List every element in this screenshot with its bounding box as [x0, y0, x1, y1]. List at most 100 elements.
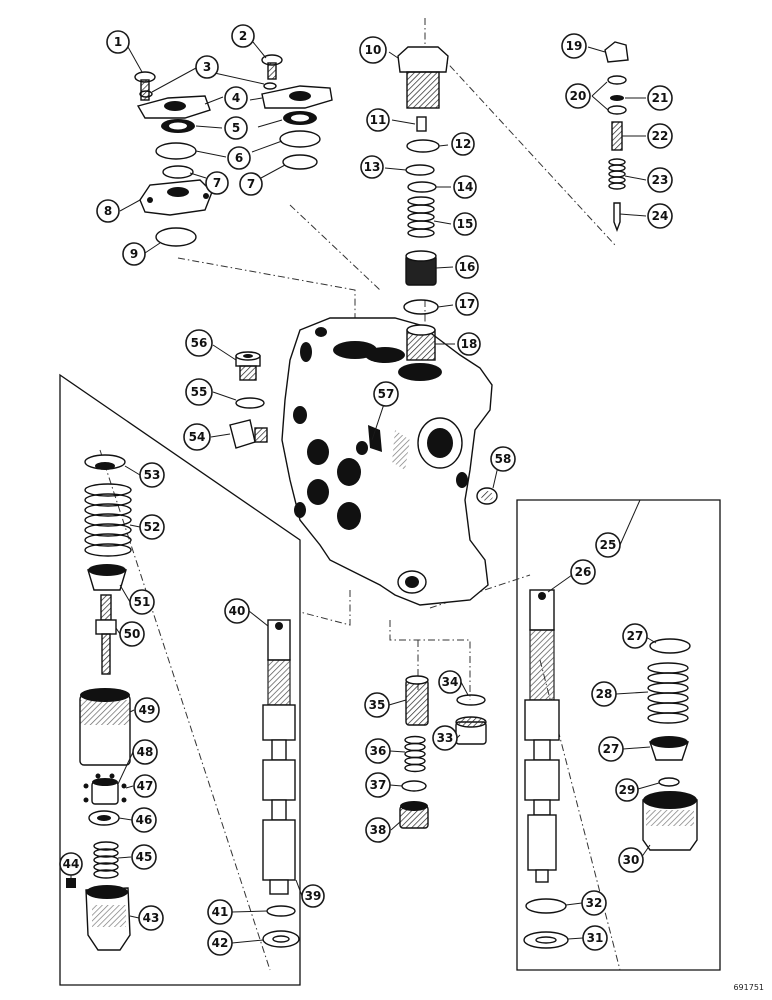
callout-19: 19 — [561, 33, 587, 59]
svg-text:51: 51 — [134, 595, 151, 609]
callout-28: 28 — [591, 681, 617, 707]
callout-53: 53 — [139, 462, 165, 488]
callout-50: 50 — [119, 621, 145, 647]
svg-text:28: 28 — [596, 687, 613, 701]
svg-text:37: 37 — [370, 778, 387, 792]
callout-3: 3 — [195, 55, 219, 79]
callout-54: 54 — [183, 423, 211, 451]
svg-text:46: 46 — [136, 813, 153, 827]
left-assembly-panel — [59, 373, 301, 986]
svg-text:49: 49 — [139, 703, 156, 717]
cover-plate-parts — [134, 54, 333, 247]
callout-41: 41 — [207, 899, 233, 925]
svg-text:19: 19 — [566, 39, 583, 53]
svg-text:29: 29 — [619, 783, 636, 797]
callout-5: 5 — [224, 116, 248, 140]
left-panel-parts — [66, 454, 300, 951]
callout-11: 11 — [366, 108, 390, 132]
callout-7a: 7 — [205, 171, 229, 195]
svg-text:11: 11 — [370, 113, 387, 127]
callout-22: 22 — [647, 123, 673, 149]
right-assembly-panel — [516, 499, 721, 971]
svg-text:5: 5 — [232, 121, 240, 135]
relief-valve-parts — [397, 46, 449, 361]
callout-30: 30 — [618, 847, 644, 873]
svg-text:40: 40 — [229, 604, 246, 618]
callout-56: 56 — [185, 329, 213, 357]
callout-51: 51 — [129, 589, 155, 615]
svg-text:41: 41 — [212, 905, 229, 919]
callout-18: 18 — [457, 332, 481, 356]
svg-text:4: 4 — [232, 91, 240, 105]
callout-12: 12 — [451, 132, 475, 156]
callout-9: 9 — [122, 242, 146, 266]
callout-33: 33 — [432, 725, 458, 751]
svg-text:23: 23 — [652, 173, 669, 187]
svg-text:7: 7 — [247, 177, 255, 191]
fitting-parts — [229, 351, 498, 505]
svg-text:38: 38 — [370, 823, 387, 837]
figure-id: 691751 — [733, 983, 764, 992]
callout-24: 24 — [647, 203, 673, 229]
leader-lines — [70, 41, 660, 944]
svg-text:2: 2 — [239, 29, 247, 43]
svg-text:43: 43 — [143, 911, 160, 925]
svg-text:13: 13 — [364, 160, 381, 174]
svg-text:16: 16 — [459, 260, 476, 274]
callout-17: 17 — [455, 292, 479, 316]
callout-36: 36 — [365, 738, 391, 764]
svg-text:24: 24 — [652, 209, 669, 223]
svg-text:33: 33 — [437, 731, 454, 745]
callout-4: 4 — [224, 86, 248, 110]
svg-text:48: 48 — [137, 745, 154, 759]
callout-20: 20 — [565, 83, 591, 109]
svg-text:45: 45 — [136, 850, 153, 864]
callout-57: 57 — [373, 381, 399, 407]
svg-text:50: 50 — [124, 627, 141, 641]
callout-37: 37 — [365, 772, 391, 798]
svg-text:6: 6 — [235, 151, 243, 165]
svg-text:15: 15 — [457, 217, 474, 231]
callout-43: 43 — [138, 905, 164, 931]
svg-text:18: 18 — [461, 337, 478, 351]
callout-1: 1 — [106, 30, 130, 54]
svg-text:26: 26 — [575, 565, 592, 579]
callout-45: 45 — [131, 844, 157, 870]
callout-40: 40 — [224, 598, 250, 624]
valve-body — [281, 317, 493, 606]
svg-text:27: 27 — [603, 742, 620, 756]
svg-text:47: 47 — [137, 779, 154, 793]
svg-text:1: 1 — [114, 35, 122, 49]
svg-text:14: 14 — [457, 180, 474, 194]
svg-text:56: 56 — [191, 336, 208, 350]
svg-text:21: 21 — [652, 91, 669, 105]
callout-47: 47 — [133, 774, 157, 798]
svg-text:53: 53 — [144, 468, 161, 482]
callout-27b: 27 — [598, 736, 624, 762]
callout-15: 15 — [453, 212, 477, 236]
callout-26: 26 — [570, 559, 596, 585]
svg-text:57: 57 — [378, 387, 395, 401]
svg-text:25: 25 — [600, 538, 617, 552]
svg-text:55: 55 — [191, 385, 208, 399]
callout-34: 34 — [438, 670, 462, 694]
svg-text:52: 52 — [144, 520, 161, 534]
right-panel-parts — [523, 589, 698, 949]
callout-44: 44 — [59, 852, 83, 876]
callout-49: 49 — [134, 697, 160, 723]
callout-48: 48 — [132, 739, 158, 765]
svg-text:17: 17 — [459, 297, 476, 311]
svg-text:36: 36 — [370, 744, 387, 758]
callout-6: 6 — [227, 146, 251, 170]
callout-8: 8 — [96, 199, 120, 223]
svg-text:22: 22 — [652, 129, 669, 143]
svg-text:32: 32 — [586, 896, 603, 910]
adjuster-parts — [604, 41, 629, 232]
svg-text:31: 31 — [587, 931, 604, 945]
svg-text:30: 30 — [623, 853, 640, 867]
svg-text:42: 42 — [212, 936, 229, 950]
svg-text:34: 34 — [442, 675, 459, 689]
svg-text:27: 27 — [627, 629, 644, 643]
callout-55: 55 — [185, 378, 213, 406]
check-valve-parts — [399, 675, 487, 829]
